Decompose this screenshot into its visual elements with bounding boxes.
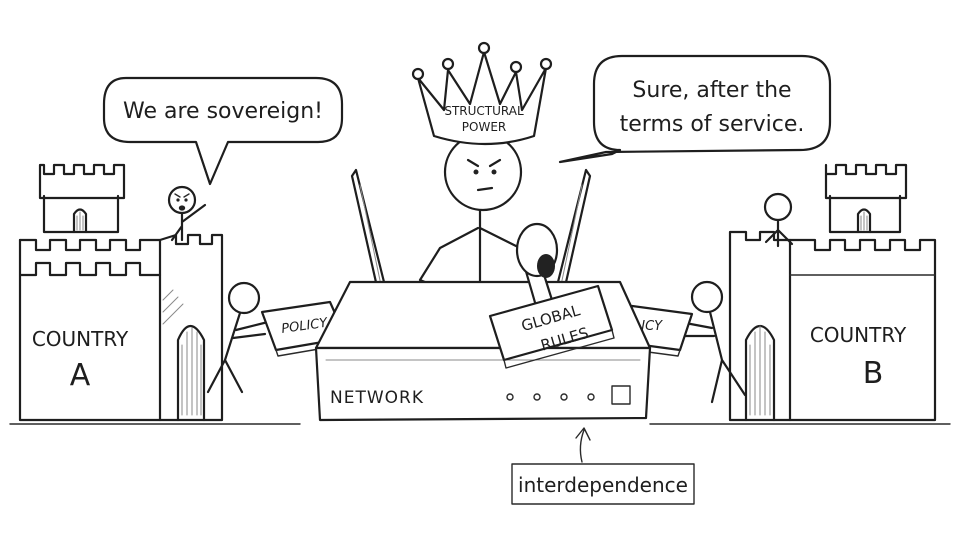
- crown-label-line1: STRUCTURAL: [444, 104, 524, 118]
- router-status-light: [533, 393, 541, 401]
- castle-country-a: [18, 163, 224, 422]
- crown: [411, 41, 553, 146]
- router-port: [611, 385, 631, 405]
- calm-citizen-figure: [763, 192, 794, 248]
- speech-bubble-left: [102, 76, 344, 186]
- router-label: NETWORK: [330, 388, 424, 408]
- speech-bubble-right-line2: terms of service.: [620, 112, 805, 137]
- speech-bubble-right-line1: Sure, after the: [632, 78, 791, 103]
- interdependence-arrow: [575, 427, 591, 463]
- right-pushing-figure: [678, 280, 747, 404]
- country-a-letter: A: [70, 358, 91, 393]
- router-status-light: [560, 393, 568, 401]
- interdependence-caption: interdependence: [518, 473, 688, 497]
- angry-citizen-figure: [167, 185, 207, 242]
- left-pushing-figure: [206, 281, 270, 394]
- policy-plank-left-label: POLICY: [280, 316, 329, 337]
- speech-bubble-right: [558, 54, 832, 164]
- country-b-title: COUNTRY: [810, 323, 907, 347]
- router-status-light: [587, 393, 595, 401]
- country-a-title: COUNTRY: [32, 327, 129, 351]
- router-status-light: [506, 393, 514, 401]
- castle-country-b: [728, 163, 937, 422]
- structural-power-figure: [418, 132, 532, 302]
- interdependence-caption-box: [511, 463, 695, 505]
- global-rules-stamp: [488, 222, 615, 369]
- crown-label-line2: POWER: [462, 120, 506, 134]
- country-b-letter: B: [863, 356, 884, 391]
- speech-bubble-left-text: We are sovereign!: [123, 99, 323, 124]
